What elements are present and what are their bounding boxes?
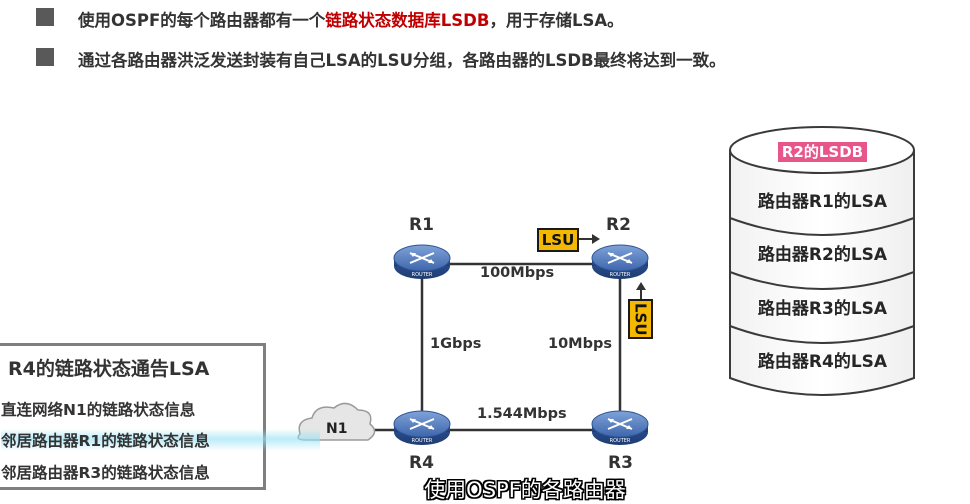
bullet-1-highlight: 链路状态数据库LSDB xyxy=(325,11,490,30)
bullet-marker-1 xyxy=(36,8,54,26)
link-label-r4-r3: 1.544Mbps xyxy=(477,406,567,422)
lsdb-title: R2的LSDB xyxy=(730,141,915,162)
lsa-item: 邻居路由器R1的链路状态信息 xyxy=(1,429,320,451)
svg-text:ROUTER: ROUTER xyxy=(610,438,631,444)
lsa-panel-title: R4的链路状态通告LSA xyxy=(8,358,210,380)
lsdb-entry: 路由器R3的LSA xyxy=(757,299,888,319)
lsa-item: 直连网络N1的链路状态信息 xyxy=(1,401,196,419)
bullet-text-1: 使用OSPF的每个路由器都有一个链路状态数据库LSDB，用于存储LSA。 xyxy=(78,7,624,31)
lsdb-entry: 路由器R1的LSA xyxy=(757,192,888,212)
link-label-r2-r3: 10Mbps xyxy=(548,336,612,352)
router-icon-r4: ROUTER xyxy=(393,410,451,445)
svg-text:ROUTER: ROUTER xyxy=(412,272,433,278)
router-label-r2: R2 xyxy=(606,215,631,235)
bullet-marker-2 xyxy=(36,48,54,66)
router-label-r1: R1 xyxy=(409,215,434,235)
bullet-text-2: 通过各路由器洪泛发送封装有自己LSA的LSU分组，各路由器的LSDB最终将达到一… xyxy=(78,51,726,70)
router-label-r3: R3 xyxy=(608,453,633,473)
lsdb-entry: 路由器R4的LSA xyxy=(757,352,888,372)
bullet-1-suffix: ，用于存储LSA。 xyxy=(489,11,624,30)
svg-text:ROUTER: ROUTER xyxy=(412,438,433,444)
router-label-r4: R4 xyxy=(409,453,434,473)
link-label-r1-r2: 100Mbps xyxy=(480,265,555,281)
lsu-tag-vertical: LSU xyxy=(628,299,653,339)
lsdb-title-badge: R2的LSDB xyxy=(777,142,868,162)
lsu-tag-horizontal: LSU xyxy=(537,228,579,252)
lsa-item: 邻居路由器R3的链路状态信息 xyxy=(1,464,210,482)
router-icon-r1: ROUTER xyxy=(393,244,451,279)
router-icon-r2: ROUTER xyxy=(591,244,649,279)
svg-text:ROUTER: ROUTER xyxy=(610,272,631,278)
network-label-n1: N1 xyxy=(326,421,348,437)
lsu-arrow-right-icon xyxy=(578,234,600,244)
bullet-1-prefix: 使用OSPF的每个路由器都有一个 xyxy=(78,11,326,30)
lsu-arrow-up-icon xyxy=(636,282,646,300)
lsdb-entry: 路由器R2的LSA xyxy=(757,245,888,265)
link-label-r1-r4: 1Gbps xyxy=(430,336,482,352)
link-lines xyxy=(360,262,622,432)
lsa-panel: R4的链路状态通告LSA 直连网络N1的链路状态信息 邻居路由器R1的链路状态信… xyxy=(0,343,320,490)
video-subtitle: 使用OSPF的各路由器 xyxy=(424,478,626,502)
router-icon-r3: ROUTER xyxy=(591,410,649,445)
